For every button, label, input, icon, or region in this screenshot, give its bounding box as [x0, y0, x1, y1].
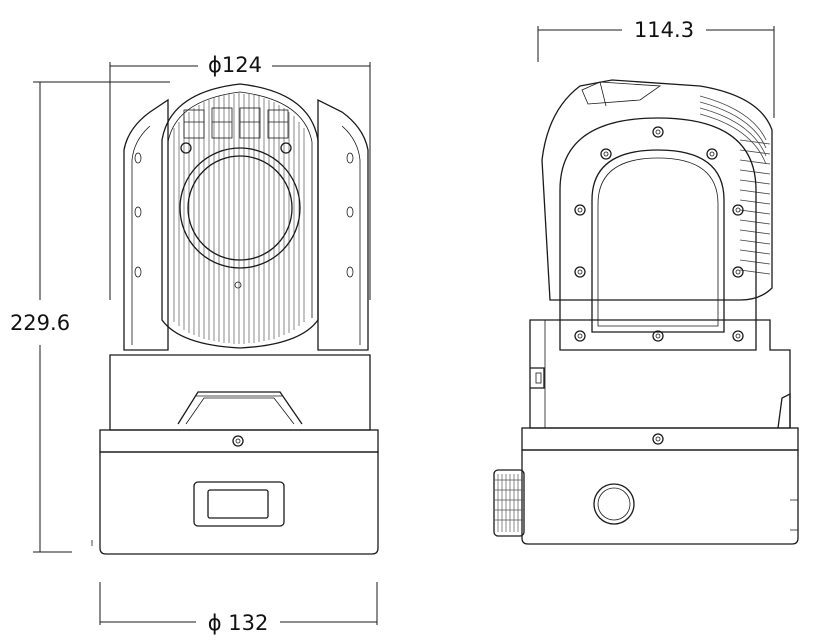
dimension-overall-height: 229.6 [10, 81, 170, 553]
front-lens [179, 147, 301, 269]
front-camera-head [161, 83, 319, 349]
side-view: 114.3 [493, 18, 799, 545]
front-handle [177, 391, 303, 425]
front-heat-fins [173, 93, 305, 344]
front-yoke-holes [134, 152, 354, 278]
front-yoke-right [317, 98, 369, 351]
side-yoke-screws [574, 126, 744, 342]
side-yoke-arch [559, 117, 757, 351]
side-heat-ribs [699, 95, 771, 275]
side-connector-port [530, 367, 545, 389]
front-view: ϕ124 229.6 ϕ 132 [10, 53, 379, 635]
dimension-side-depth: 114.3 [537, 18, 775, 118]
front-head-screw-right [280, 142, 292, 154]
front-base-band [99, 429, 379, 453]
side-round-button [593, 483, 635, 525]
front-display-window [193, 481, 285, 527]
dimension-front-width-top: ϕ124 [109, 53, 371, 300]
dimension-front-width-bottom: ϕ 132 [99, 582, 378, 635]
dimension-label-front-width-bottom: ϕ 132 [208, 611, 269, 635]
dimension-label-front-width-top: ϕ124 [208, 53, 262, 77]
side-camera-body [541, 79, 773, 301]
side-rear-handle [777, 392, 791, 429]
front-base-screw [232, 435, 244, 447]
front-base-bottom [99, 451, 379, 555]
side-yoke-window [591, 149, 725, 333]
front-sensor-dot [234, 281, 242, 289]
side-knurled-connector [493, 469, 525, 537]
front-yoke-left [123, 98, 169, 351]
dimension-label-side-depth: 114.3 [634, 18, 694, 42]
front-head-screw-left [180, 142, 192, 154]
front-head-top-blocks [183, 107, 289, 139]
side-base-bottom [521, 449, 799, 545]
dimension-label-overall-height: 229.6 [10, 311, 70, 335]
